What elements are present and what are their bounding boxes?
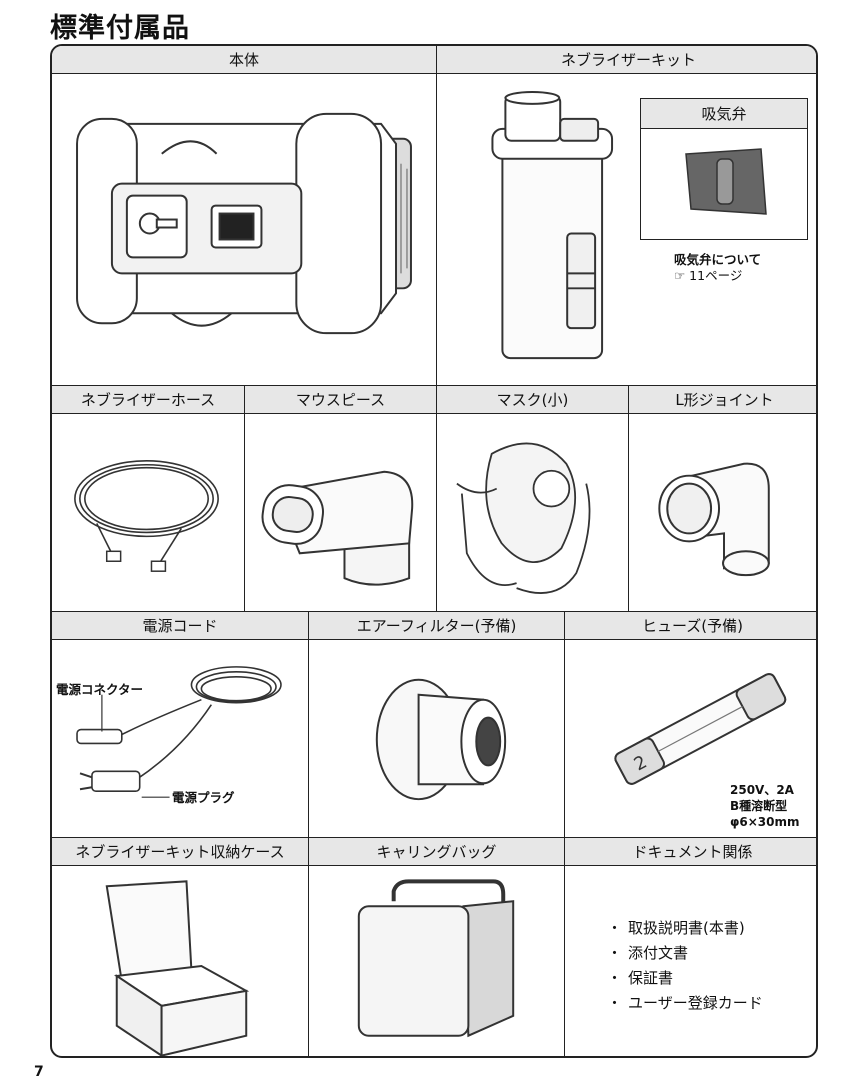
intake-valve-illustration [685,148,767,215]
cell-header: マウスピース [245,386,436,414]
cell-hose: ネブライザーホース [52,386,245,612]
list-item: 取扱説明書(本書) [607,916,763,941]
mouthpiece-illustration [261,470,414,586]
cell-header: ネブライザーキット [437,46,816,74]
cell-main-unit: 本体 [52,46,437,386]
page-number: 7 [34,1064,44,1080]
compressor-unit-illustration [76,112,412,335]
fuse-spec: 250V、2A B種溶断型 φ6×30mm [730,783,800,829]
cell-documents: ドキュメント関係 取扱説明書(本書) 添付文書 保証書 ユーザー登録カード [565,838,816,1056]
list-item: 保証書 [607,966,763,991]
cell-header: L形ジョイント [629,386,816,414]
page-title: 標準付属品 [50,13,190,44]
list-item: ユーザー登録カード [607,991,763,1016]
cell-mouthpiece: マウスピース [245,386,437,612]
nebulizer-kit-illustration [491,90,614,360]
document-list: 取扱説明書(本書) 添付文書 保証書 ユーザー登録カード [607,916,763,1016]
cell-power-cord: 電源コード 電源コネクター 電源プラグ [52,612,309,838]
cell-fuse: ヒューズ(予備) 2 250V、2A B種溶断型 φ6×30mm [565,612,816,838]
valve-note: 吸気弁について ☞ 11ページ [674,252,762,283]
cell-header: キャリングバッグ [309,838,564,866]
accessories-table: 本体 [50,44,818,1058]
cell-l-joint: L形ジョイント [629,386,816,612]
cell-header: 電源コード [52,612,308,640]
cell-header: ネブライザーキット収納ケース [52,838,308,866]
list-item: 添付文書 [607,941,763,966]
cell-air-filter: エアーフィルター(予備) [309,612,565,838]
cell-kit-case: ネブライザーキット収納ケース [52,838,309,1056]
cell-mask: マスク(小) [437,386,629,612]
fuse-illustration: 2 [614,673,787,785]
hose-illustration [74,459,219,572]
cell-header: ヒューズ(予備) [565,612,816,640]
l-joint-illustration [658,462,770,577]
carrying-bag-illustration [357,879,515,1038]
cell-nebulizer-kit: ネブライザーキット 吸気弁 [437,46,816,386]
kit-case-illustration [105,880,250,1056]
intake-valve-box: 吸気弁 [640,98,808,240]
cell-header: ネブライザーホース [52,386,244,414]
cell-header: エアーフィルター(予備) [309,612,564,640]
cell-header: 本体 [52,46,436,74]
air-filter-illustration [375,678,507,801]
cell-header: マスク(小) [437,386,628,414]
plug-label: 電源プラグ [172,790,235,805]
power-cord-illustration [76,666,282,798]
intake-valve-label: 吸気弁 [641,99,807,129]
cell-header: ドキュメント関係 [565,838,816,866]
connector-label: 電源コネクター [56,682,144,697]
cell-carrying-bag: キャリングバッグ [309,838,565,1056]
mask-illustration [456,442,591,594]
